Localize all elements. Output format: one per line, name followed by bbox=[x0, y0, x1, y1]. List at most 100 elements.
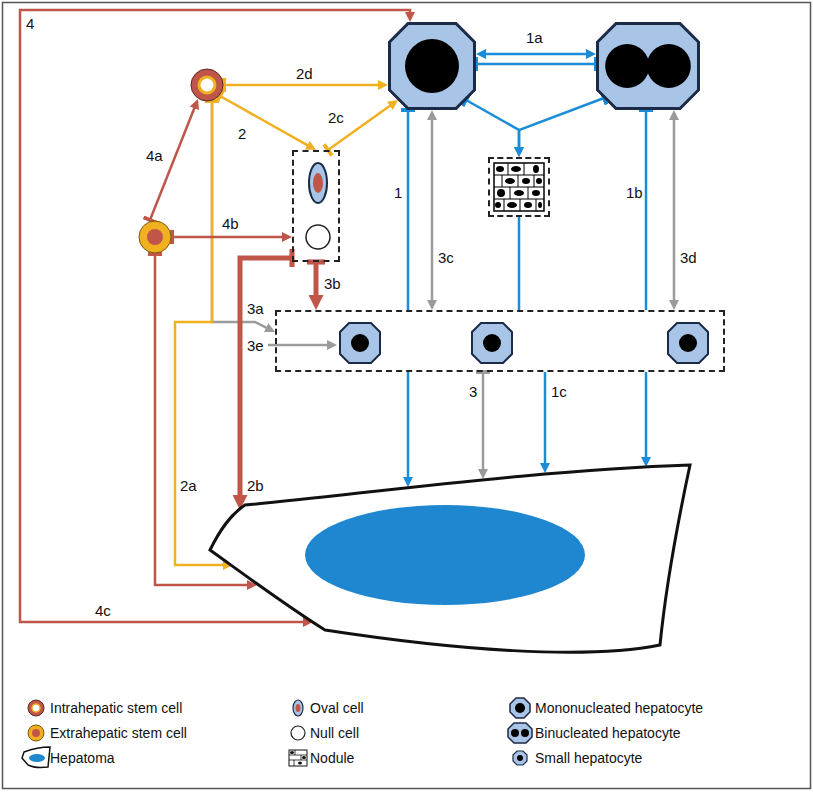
cell-group bbox=[292, 150, 340, 262]
connector bbox=[407, 372, 410, 481]
connector bbox=[476, 63, 596, 66]
callout-number: 3d bbox=[680, 250, 697, 266]
intrahepatic-stem-symbol bbox=[28, 700, 44, 716]
nucleus-symbol bbox=[521, 729, 529, 737]
nodule-cell bbox=[497, 189, 505, 197]
cell-core bbox=[313, 173, 323, 193]
nucleus bbox=[679, 334, 697, 352]
nodule-grid bbox=[494, 163, 544, 211]
oval-cell-core bbox=[296, 704, 301, 712]
hepatoma-shape bbox=[205, 455, 695, 665]
connector bbox=[645, 372, 648, 461]
callout-number: 2d bbox=[296, 66, 313, 82]
connector bbox=[673, 116, 676, 304]
nucleus bbox=[405, 39, 459, 93]
legend-text: Hepatoma bbox=[50, 750, 115, 766]
connector bbox=[224, 84, 382, 87]
connector bbox=[175, 101, 227, 565]
stem-cell bbox=[138, 220, 172, 254]
nucleus bbox=[351, 334, 369, 352]
callout-number: 1a bbox=[526, 30, 543, 46]
oval-cell-symbol bbox=[293, 700, 303, 716]
small-hepatocyte-symbol bbox=[513, 751, 527, 765]
connector bbox=[466, 100, 519, 151]
legend-text: Intrahepatic stem cell bbox=[50, 700, 182, 716]
callout-number: 1 bbox=[394, 185, 402, 201]
callout-number: 3c bbox=[438, 250, 454, 266]
connector bbox=[519, 98, 604, 151]
nucleus-symbol bbox=[515, 703, 525, 713]
connector bbox=[407, 110, 410, 310]
callout-number: 3e bbox=[247, 338, 264, 354]
nodule-symbol-grid bbox=[289, 750, 307, 766]
extrahepatic-stem-symbol bbox=[28, 725, 44, 741]
cell-group bbox=[275, 310, 725, 372]
callout-number: 2a bbox=[180, 478, 197, 494]
hepatoma-symbol bbox=[22, 747, 50, 767]
cell-body bbox=[598, 24, 699, 109]
hepatocyte bbox=[388, 22, 476, 110]
nodule-shape bbox=[490, 159, 548, 215]
legend-text: Oval cell bbox=[310, 700, 364, 716]
cell-body bbox=[472, 323, 512, 363]
nodule-cell bbox=[507, 202, 517, 208]
legend-text: Small hepatocyte bbox=[535, 750, 642, 766]
nodule-symbol-dot bbox=[302, 756, 306, 759]
callout-number: 4c bbox=[95, 603, 111, 619]
cell-body bbox=[139, 221, 171, 253]
oval-cell bbox=[308, 162, 328, 204]
callout-number: 2c bbox=[328, 110, 344, 126]
hepatocyte-shape bbox=[388, 22, 476, 110]
nodule-cell bbox=[532, 190, 540, 196]
null-cell-symbol bbox=[291, 726, 305, 740]
hepatoma bbox=[205, 455, 695, 665]
callout-number: 3 bbox=[469, 384, 477, 400]
nucleus-symbol bbox=[517, 755, 523, 761]
legend-symbols bbox=[22, 698, 532, 767]
extrahepatic-stem-core bbox=[32, 729, 40, 737]
nodule-cell bbox=[505, 178, 515, 184]
nodule-tissue bbox=[494, 163, 544, 211]
nodule-symbol-dot bbox=[290, 751, 294, 754]
callout-number: 1c bbox=[551, 384, 567, 400]
nodule-cell bbox=[522, 178, 530, 184]
tumour-outline bbox=[210, 465, 690, 652]
cell-body bbox=[309, 163, 327, 203]
legend-text: Null cell bbox=[310, 725, 359, 741]
callout-number: 3a bbox=[247, 301, 264, 317]
small-hepatocyte-shape bbox=[471, 322, 513, 364]
stem-cell-shape bbox=[138, 220, 172, 254]
connector bbox=[220, 96, 311, 147]
cell-body bbox=[668, 323, 708, 363]
small-hepatocyte bbox=[339, 322, 381, 364]
connector bbox=[645, 110, 648, 310]
callout-number: 4a bbox=[146, 148, 163, 164]
intrahepatic-stem-core bbox=[32, 704, 40, 712]
hepatocyte-shape bbox=[596, 22, 700, 110]
callout-number: 4 bbox=[26, 16, 34, 32]
nodule-cell bbox=[496, 166, 504, 172]
nodule-cell bbox=[514, 190, 524, 196]
nodule-symbol-dot bbox=[298, 762, 302, 765]
figure-frame bbox=[3, 3, 811, 789]
nodule bbox=[488, 157, 550, 217]
connector bbox=[240, 258, 292, 501]
hepatoma-symbol-core bbox=[29, 754, 45, 762]
cell-body bbox=[340, 323, 380, 363]
null-cell-shape bbox=[305, 224, 331, 250]
nodule-cell bbox=[524, 202, 532, 208]
nodule-cell bbox=[495, 202, 501, 208]
nucleus-symbol bbox=[511, 729, 519, 737]
connector bbox=[482, 372, 485, 473]
nodule-cell bbox=[533, 165, 539, 173]
tumour-core bbox=[305, 505, 585, 605]
small-hepatocyte-shape bbox=[339, 322, 381, 364]
hepatocyte bbox=[596, 22, 700, 110]
stem-cell bbox=[190, 68, 224, 102]
legend-text: Extrahepatic stem cell bbox=[50, 725, 187, 741]
nucleus bbox=[483, 334, 501, 352]
callout-number: 2b bbox=[247, 478, 264, 494]
